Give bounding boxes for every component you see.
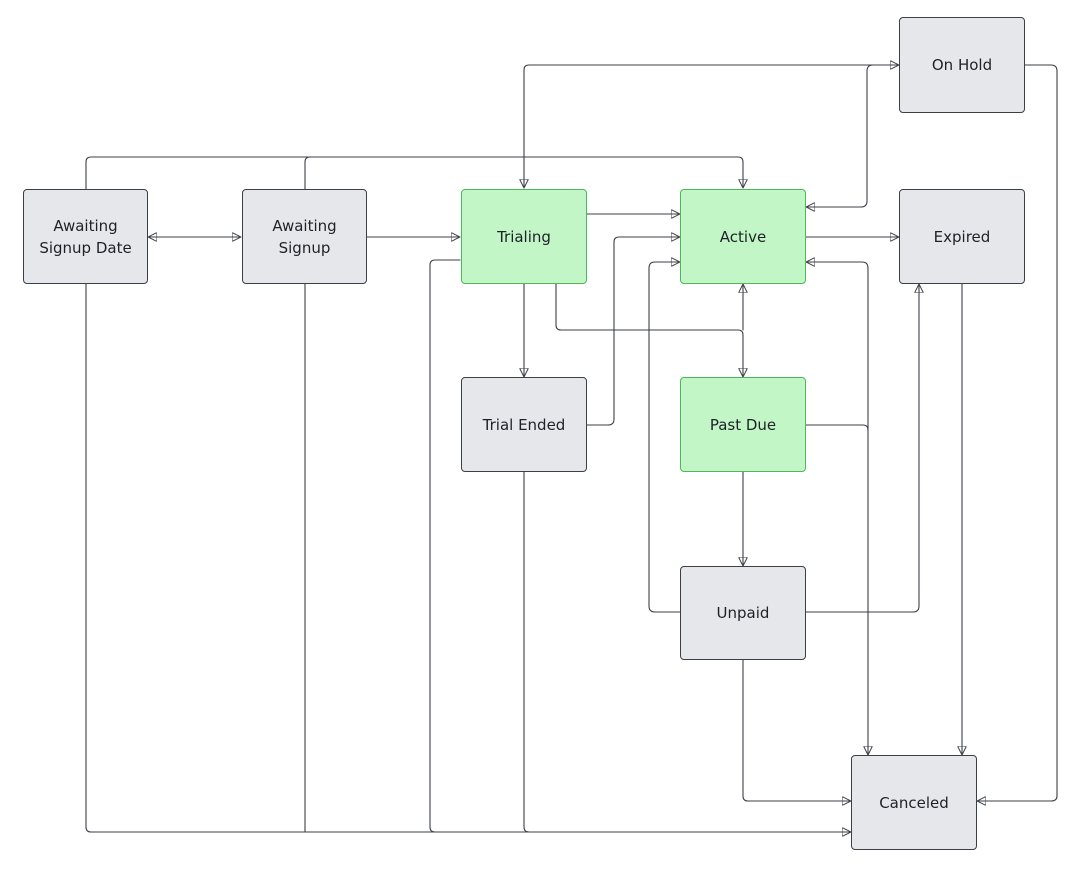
- edge-trialing-canceled: [429, 259, 461, 833]
- edge-past-due-canceled: [805, 424, 869, 431]
- node-trialing: Trialing: [461, 189, 587, 284]
- edge-unpaid-active: [648, 262, 681, 613]
- node-trial-ended: Trial Ended: [461, 377, 587, 472]
- node-awaiting-signup-date: Awaiting Signup Date: [23, 189, 148, 284]
- edge-unpaid-canceled: [742, 659, 852, 801]
- edge-trialing-on-hold: [524, 65, 900, 189]
- edge-trial-ended-active: [586, 237, 681, 426]
- node-on-hold: On Hold: [899, 17, 1025, 113]
- edge-awaiting-signup-date-active: [85, 156, 743, 190]
- node-canceled: Canceled: [851, 755, 977, 850]
- edge-awaiting-signup-active: [304, 156, 739, 190]
- edge-trial-ended-canceled: [523, 470, 530, 833]
- edge-unpaid-expired: [805, 283, 919, 613]
- edge-on-hold-canceled: [976, 64, 1058, 801]
- node-past-due: Past Due: [680, 377, 806, 472]
- edge-active-on-hold: [805, 64, 874, 207]
- node-unpaid: Unpaid: [680, 566, 806, 660]
- edge-active-canceled: [805, 262, 868, 756]
- node-active: Active: [680, 189, 806, 284]
- node-expired: Expired: [899, 189, 1025, 284]
- edge-awaiting-signup-date-canceled: [85, 283, 852, 832]
- node-awaiting-signup: Awaiting Signup: [242, 189, 367, 284]
